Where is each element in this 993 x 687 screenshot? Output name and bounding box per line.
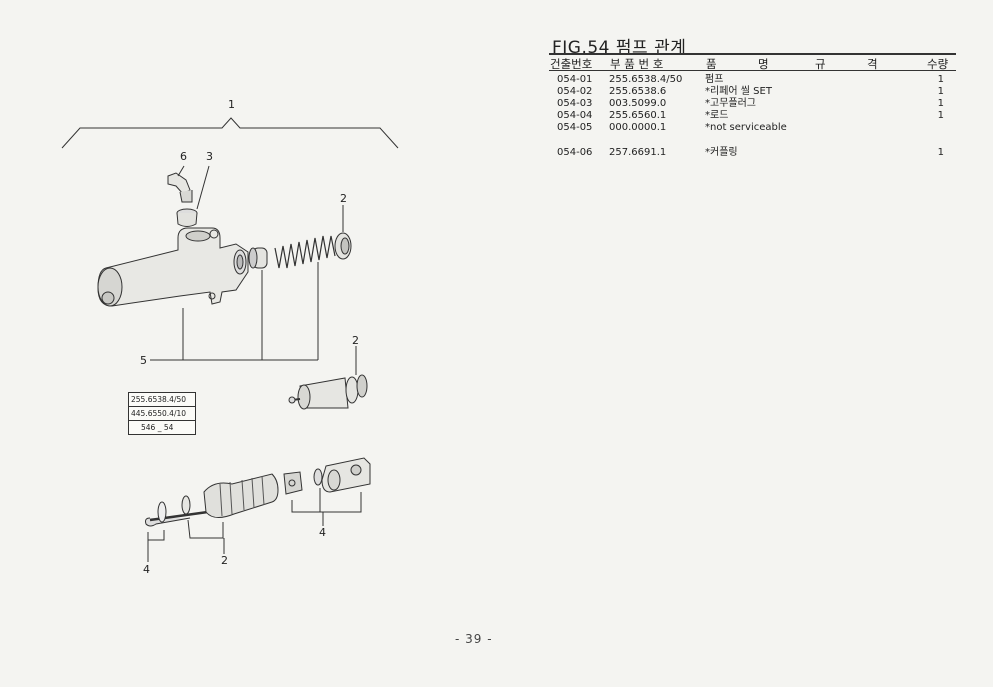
col-header-spec-1: 규 [815, 57, 826, 71]
pump-cylinder [97, 227, 249, 307]
row-qty: 1 [937, 98, 944, 109]
callout-2-upper: 2 [340, 192, 347, 205]
row-part-number: 257.6691.1 [609, 147, 667, 158]
seal-ring-upper [334, 205, 352, 260]
callout-2-lower: 2 [221, 554, 228, 567]
spring [274, 235, 336, 269]
row-part-number: 000.0000.1 [609, 122, 667, 133]
seal-cup [248, 247, 268, 269]
assembly-bracket [61, 117, 399, 149]
col-header-spec-2: 격 [867, 57, 878, 71]
row-part-number: 255.6538.6 [609, 86, 667, 97]
col-header-index: 건출번호 [550, 57, 593, 71]
row-index: 054-01 [557, 74, 593, 85]
col-header-name-2: 명 [758, 57, 769, 71]
piston-assembly [288, 346, 368, 410]
table-row: 054-06 257.6691.1 *커플링 1 [552, 147, 956, 159]
table-row: 054-03 003.5099.0 *고무플러그 1 [552, 98, 956, 110]
title-rule [549, 53, 956, 55]
col-header-qty: 수량 [927, 57, 949, 71]
col-header-part-number: 부 품 번 호 [610, 57, 664, 71]
row-name: *고무플러그 [705, 98, 756, 109]
callout-3: 3 [206, 150, 213, 163]
code-box-line-1: 255.6538.4/50 [129, 393, 195, 407]
row-qty: 1 [937, 86, 944, 97]
row-name: 펌프 [705, 74, 724, 85]
row-part-number: 255.6560.1 [609, 110, 667, 121]
table-row: 054-04 255.6560.1 *로드 1 [552, 110, 956, 122]
table-row: 054-02 255.6538.6 *리페어 씰 SET 1 [552, 86, 956, 98]
diagram-drawing [61, 117, 399, 562]
row-part-number: 003.5099.0 [609, 98, 667, 109]
row-qty: 1 [937, 110, 944, 121]
elbow-fitting [167, 165, 193, 203]
row-qty: 1 [937, 147, 944, 158]
table-row: 054-01 255.6538.4/50 펌프 1 [552, 74, 956, 86]
callout-6: 6 [180, 150, 187, 163]
callout-2-middle: 2 [352, 334, 359, 347]
boot-rod-assembly [145, 457, 371, 527]
row-index: 054-04 [557, 110, 593, 121]
code-box-line-3: 546 _ 54 [141, 423, 174, 432]
callout-4-left: 4 [143, 563, 150, 576]
exploded-parts-diagram: 1 6 3 2 5 2 4 4 2 255.6538.4/50 445.6550… [0, 0, 520, 640]
row-index: 054-06 [557, 147, 593, 158]
row-name: *커플링 [705, 147, 738, 158]
part-code-box: 255.6538.4/50 445.6550.4/10 546 _ 54 [128, 392, 196, 435]
callout-5: 5 [140, 354, 147, 367]
row-name: *not serviceable [705, 122, 787, 133]
row-part-number: 255.6538.4/50 [609, 74, 683, 85]
col-header-name-1: 품 [706, 57, 717, 71]
code-box-line-2: 445.6550.4/10 [129, 407, 195, 421]
leader-5 [182, 308, 318, 361]
callout-1: 1 [228, 98, 235, 111]
row-index: 054-05 [557, 122, 593, 133]
table-row: 054-05 000.0000.1 *not serviceable [552, 122, 956, 134]
header-rule [549, 70, 956, 71]
rubber-plug [176, 165, 210, 227]
row-name: *리페어 씰 SET [705, 86, 772, 97]
row-name: *로드 [705, 110, 729, 121]
row-index: 054-03 [557, 98, 593, 109]
callout-4-right: 4 [319, 526, 326, 539]
row-index: 054-02 [557, 86, 593, 97]
row-qty: 1 [937, 74, 944, 85]
page-number: - 39 - [455, 632, 493, 646]
